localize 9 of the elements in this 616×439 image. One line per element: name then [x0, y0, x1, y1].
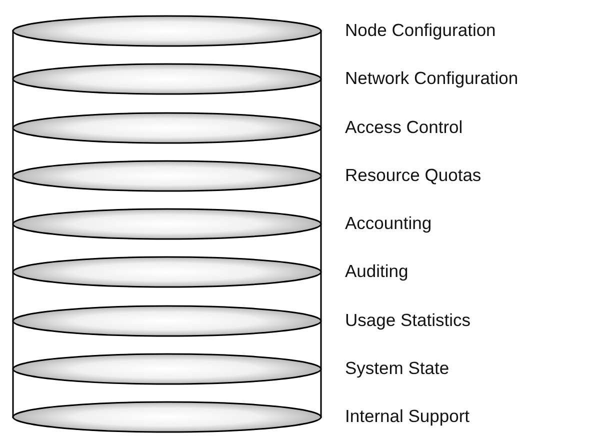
layer-label: Usage Statistics	[345, 308, 470, 330]
layer-label: Internal Support	[345, 405, 470, 427]
layer-label: Node Configuration	[345, 19, 496, 41]
layer-label: Auditing	[345, 260, 408, 282]
layer-label: Resource Quotas	[345, 164, 482, 186]
layer-label: Access Control	[345, 116, 463, 138]
layer-label: Network Configuration	[345, 67, 518, 90]
layer-label: System State	[345, 356, 450, 379]
layer-label: Accounting	[345, 212, 432, 234]
